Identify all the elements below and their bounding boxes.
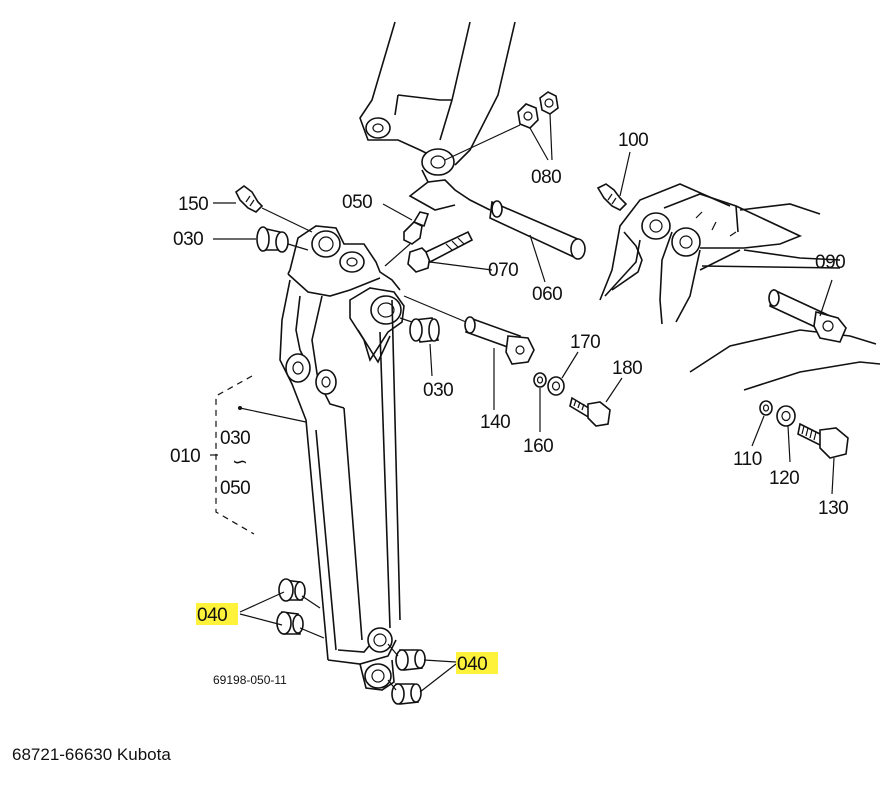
label-040-right: 040 [457,654,487,675]
bushing-030-right [399,317,440,377]
label-170: 170 [570,332,600,353]
pin-140 [403,295,535,410]
bushing-030-top [213,226,309,253]
bushing-040-left-upper [278,578,306,602]
label-010-range-tilde: ∽ [232,452,247,473]
label-100: 100 [618,130,648,151]
highlight-040-right [456,652,498,674]
label-040-left: 040 [197,605,227,626]
bolt-130 [797,422,849,495]
bolt-070 [407,230,493,273]
bushing-040-right-upper [395,649,426,671]
lock-washer-170 [547,351,579,396]
label-050: 050 [342,192,372,213]
leader-040 [239,591,457,693]
grease-elbow-050 [382,203,430,267]
arm-body [279,225,405,691]
label-180: 180 [612,358,642,379]
caption-part-number: 68721-66630 Kubota [12,745,171,764]
nut-110 [751,400,773,447]
label-030-top: 030 [173,229,203,250]
label-110: 110 [733,449,762,470]
boom-outline [359,21,521,211]
label-010: 010 [170,446,200,467]
label-010-range-start: 030 [220,428,250,449]
label-030-right: 030 [423,380,453,401]
grease-nipple-150 [213,185,313,233]
label-150: 150 [178,194,208,215]
label-140: 140 [480,412,510,433]
highlight-040-left [196,603,238,625]
drawing-number: 69198-050-11 [213,673,287,687]
label-160: 160 [523,436,553,457]
bushing-040-left-lower [276,611,304,635]
washer-160 [533,372,547,432]
label-080: 080 [531,167,561,188]
bushing-040-right-lower [391,683,422,705]
bolt-180 [569,377,623,427]
label-010-range-end: 050 [220,478,250,499]
pin-060 [489,200,586,283]
label-070: 070 [488,260,518,281]
nut-080 [517,91,559,161]
label-060: 060 [532,284,562,305]
assembly-bracket-010 [210,375,307,535]
washer-120 [776,405,796,463]
label-130: 130 [818,498,848,519]
label-090: 090 [815,252,845,273]
label-120: 120 [769,468,799,489]
bucket-link [599,183,881,391]
pin-090 [768,279,847,343]
grease-nipple-100 [596,151,631,211]
